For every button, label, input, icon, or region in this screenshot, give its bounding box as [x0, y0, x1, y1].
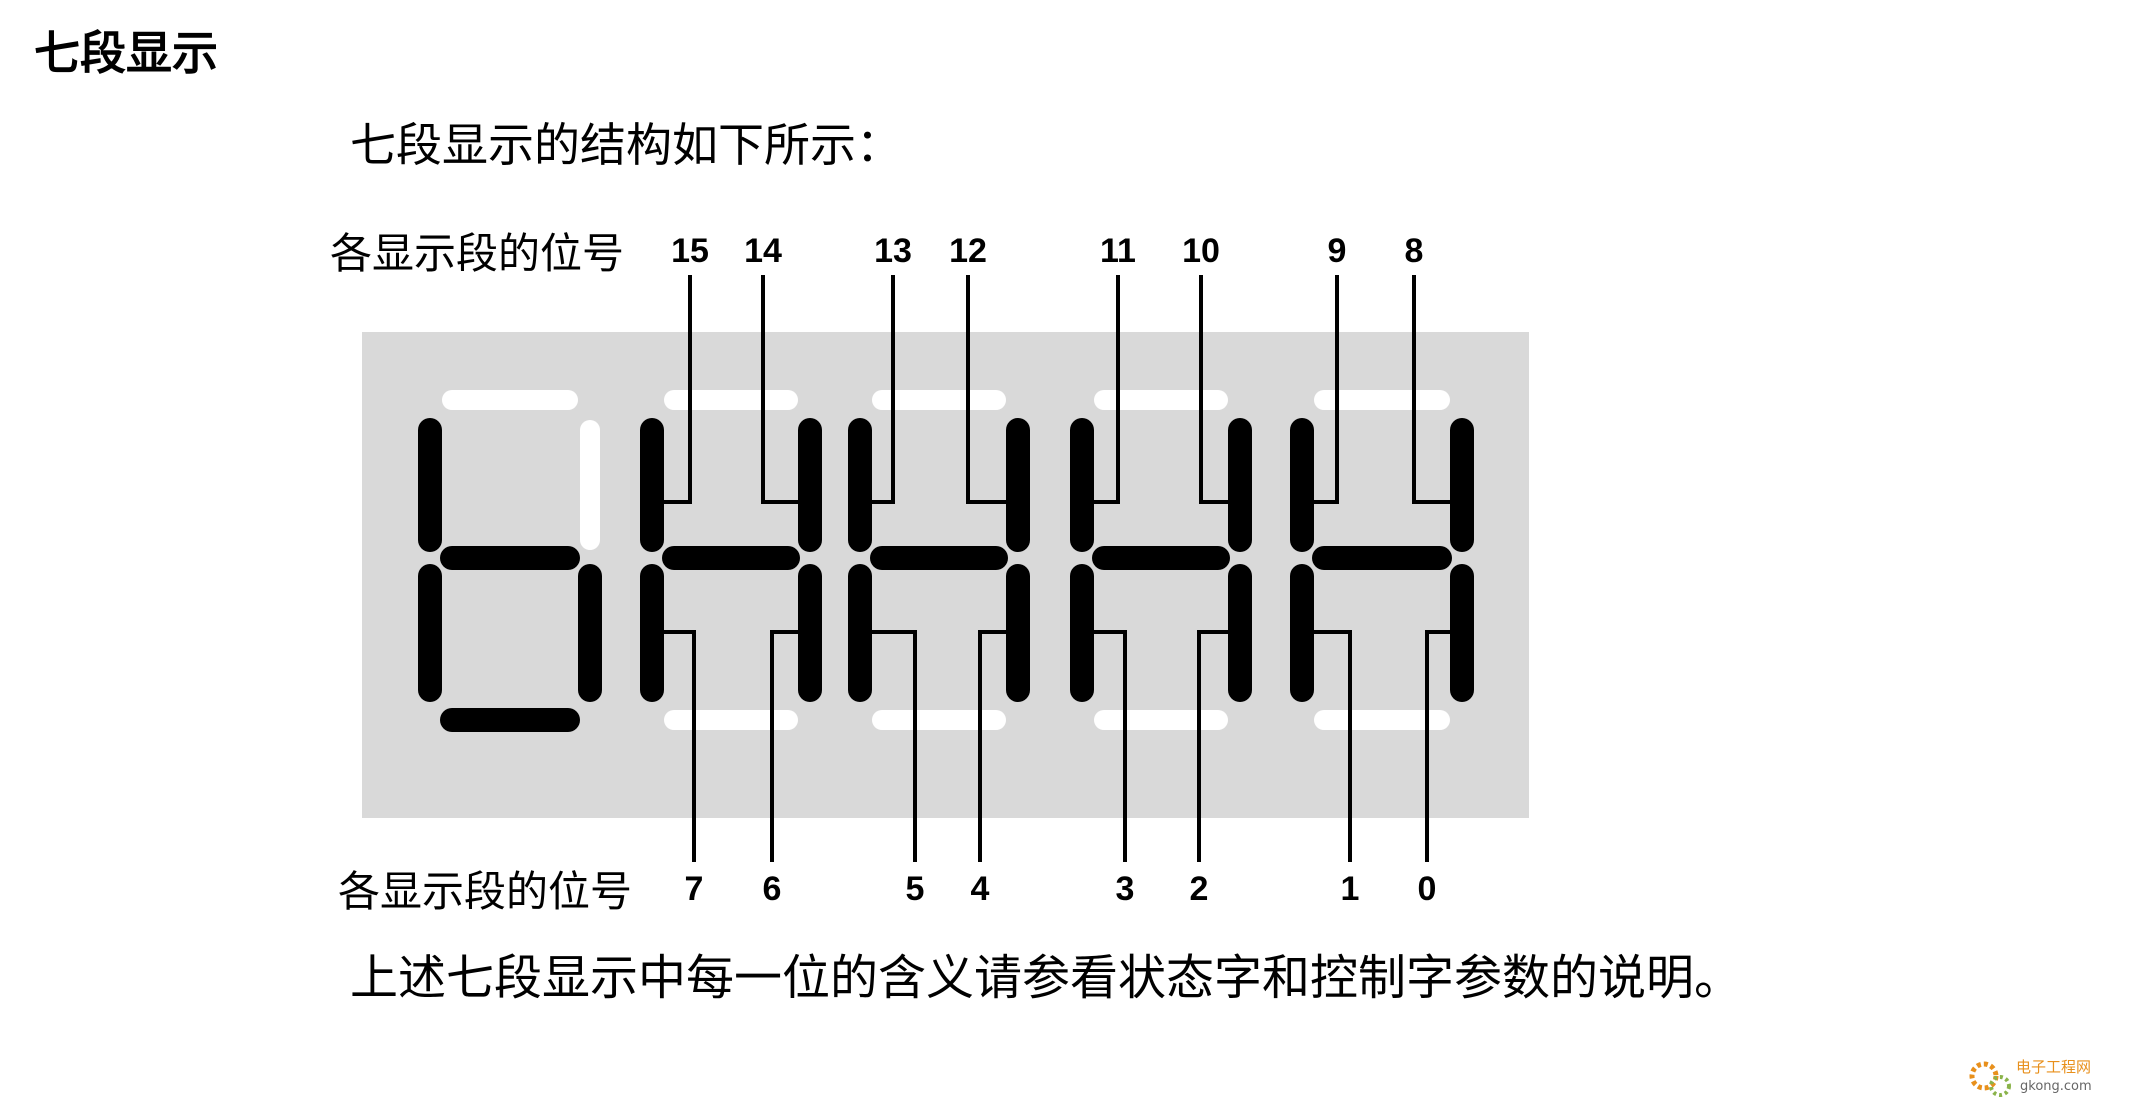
bit-10-label: 10	[1182, 232, 1220, 270]
bit-13-label: 13	[874, 232, 912, 270]
diagram-caption: 七段显示的结构如下所示：	[350, 118, 902, 172]
bit-1-label: 1	[1341, 870, 1360, 908]
gear-icon	[1989, 1075, 2011, 1097]
bottom-bit-numbers: 7 6 5 4 3 2 1 0	[685, 870, 1437, 908]
bit-15-label: 15	[671, 232, 709, 270]
bit-7-label: 7	[685, 870, 704, 908]
leader-line-bottom-1b	[978, 630, 1006, 862]
bit-9-label: 9	[1328, 232, 1347, 270]
bit-3-label: 3	[1116, 870, 1135, 908]
explanation-note: 上述七段显示中每一位的含义请参看状态字和控制字参数的说明。	[350, 950, 1743, 1006]
leader-line-bottom-1a	[872, 630, 917, 862]
bit-4-label: 4	[971, 870, 990, 908]
leader-line-bottom-2b	[1197, 630, 1228, 862]
leader-line-top-2a	[1094, 275, 1120, 504]
leader-line-top-0b	[761, 275, 798, 504]
leader-line-bottom-3a	[1314, 630, 1352, 862]
bit-2-label: 2	[1190, 870, 1209, 908]
leader-line-top-1b	[966, 275, 1006, 504]
leader-line-top-3a	[1314, 275, 1339, 504]
bit-12-label: 12	[949, 232, 987, 270]
watermark-brand: 电子工程网	[2016, 1058, 2091, 1076]
leader-line-top-1a	[872, 275, 895, 504]
leader-lines	[664, 275, 1450, 862]
bit-11-label: 11	[1100, 232, 1136, 270]
watermark-domain: gkong.com	[2020, 1079, 2092, 1094]
page-title: 七段显示	[34, 26, 218, 80]
display-panel	[362, 332, 1529, 818]
leader-line-bottom-2a	[1094, 630, 1127, 862]
segment-layer	[418, 390, 1474, 732]
leader-line-top-2b	[1199, 275, 1228, 504]
bit-6-label: 6	[763, 870, 782, 908]
bit-0-label: 0	[1418, 870, 1437, 908]
bit-14-label: 14	[744, 232, 782, 270]
top-bit-numbers: 15 14 13 12 11 10 9 8	[671, 232, 1423, 270]
leader-line-bottom-3b	[1425, 630, 1450, 862]
bit-8-label: 8	[1405, 232, 1424, 270]
site-watermark: 电子工程网 gkong.com	[1969, 1058, 2092, 1097]
leader-line-top-3b	[1412, 275, 1450, 504]
leader-line-bottom-0b	[770, 630, 798, 862]
bit-5-label: 5	[906, 870, 925, 908]
bottom-bit-label: 各显示段的位号	[338, 867, 632, 916]
top-bit-label: 各显示段的位号	[330, 229, 624, 278]
gear-icon	[1969, 1061, 1999, 1091]
leader-line-top-0a	[664, 275, 692, 504]
leader-line-bottom-0a	[664, 630, 696, 862]
